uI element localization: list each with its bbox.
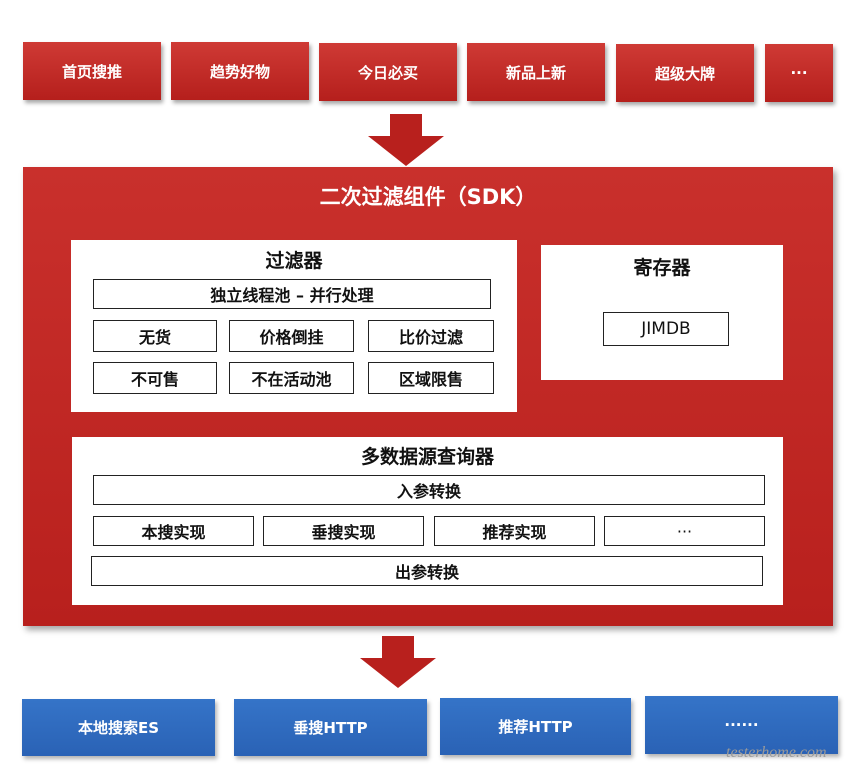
- sdk-container: 二次过滤组件（SDK） 过滤器 独立线程池 – 并行处理 无货 价格倒挂 比价过…: [23, 167, 833, 626]
- filter-panel: 过滤器 独立线程池 – 并行处理 无货 价格倒挂 比价过滤 不可售 不在活动池 …: [71, 240, 517, 412]
- filter-item-6: 区域限售: [368, 362, 494, 394]
- bottom-item-more: ······: [645, 696, 838, 754]
- down-arrow-icon: [360, 636, 436, 688]
- bottom-item-2: 垂搜HTTP: [234, 699, 427, 756]
- filter-title: 过滤器: [265, 250, 323, 272]
- input-convert-box: 入参转换: [93, 475, 765, 505]
- top-item-3: 今日必买: [319, 43, 457, 101]
- filter-item-5: 不在活动池: [229, 362, 354, 394]
- thread-pool-box: 独立线程池 – 并行处理: [93, 279, 491, 309]
- filter-item-2: 价格倒挂: [229, 320, 354, 352]
- register-title: 寄存器: [633, 257, 691, 279]
- impl-item-2: 垂搜实现: [263, 516, 424, 546]
- register-panel: 寄存器 JIMDB: [541, 245, 783, 380]
- filter-item-3: 比价过滤: [368, 320, 494, 352]
- query-panel: 多数据源查询器 入参转换 本搜实现 垂搜实现 推荐实现 ··· 出参转换: [72, 437, 783, 605]
- filter-item-4: 不可售: [93, 362, 217, 394]
- query-title: 多数据源查询器: [360, 446, 494, 468]
- top-item-2: 趋势好物: [171, 42, 309, 100]
- filter-item-1: 无货: [93, 320, 217, 352]
- watermark: testerhome.com: [726, 744, 827, 761]
- bottom-item-3: 推荐HTTP: [440, 698, 631, 755]
- sdk-title: 二次过滤组件（SDK）: [319, 185, 537, 209]
- impl-item-more: ···: [604, 516, 765, 546]
- bottom-item-1: 本地搜索ES: [22, 699, 215, 756]
- top-item-more: ···: [765, 44, 833, 102]
- down-arrow-icon: [368, 114, 444, 166]
- output-convert-box: 出参转换: [91, 556, 763, 586]
- impl-item-1: 本搜实现: [93, 516, 254, 546]
- impl-item-3: 推荐实现: [434, 516, 595, 546]
- jimdb-box: JIMDB: [603, 312, 729, 346]
- top-item-5: 超级大牌: [616, 44, 754, 102]
- top-item-4: 新品上新: [467, 43, 605, 101]
- top-item-1: 首页搜推: [23, 42, 161, 100]
